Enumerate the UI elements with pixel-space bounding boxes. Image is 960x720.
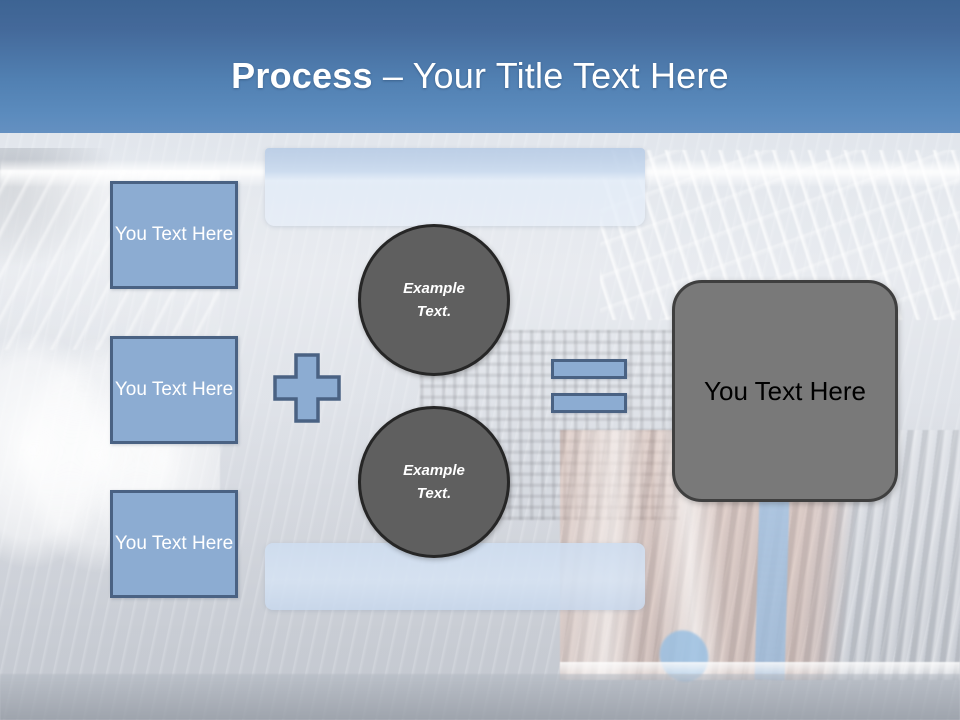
equals-bar-top (551, 359, 627, 379)
process-circle-1[interactable]: Example Text. (358, 224, 510, 376)
input-box-3[interactable]: You Text Here (110, 490, 238, 598)
process-circle-2-line1: Example (403, 461, 465, 479)
result-box-label: You Text Here (704, 375, 866, 406)
process-circle-1-line2: Text. (416, 303, 452, 320)
background-blue-utensil (754, 497, 790, 681)
background-bottom-bar (0, 674, 960, 720)
page-title-rest: – Your Title Text Here (372, 54, 729, 96)
page-title-strong: Process (231, 54, 373, 96)
equals-gap (551, 379, 627, 393)
title-banner: Process – Your Title Text Here (0, 0, 960, 133)
input-box-1[interactable]: You Text Here (110, 181, 238, 289)
page-title: Process – Your Title Text Here (231, 37, 729, 97)
equals-bar-bottom (551, 393, 627, 413)
input-box-2[interactable]: You Text Here (110, 336, 238, 444)
decor-plaque-top (265, 148, 645, 226)
plus-icon (272, 352, 342, 424)
process-circle-2[interactable]: Example Text. (358, 406, 510, 558)
process-circle-1-line1: Example (403, 279, 465, 297)
input-box-1-label: You Text Here (114, 223, 234, 245)
result-box[interactable]: You Text Here (672, 280, 898, 502)
input-box-3-label: You Text Here (114, 532, 234, 554)
equals-icon (551, 359, 627, 413)
process-circle-2-line2: Text. (416, 485, 452, 502)
input-box-2-label: You Text Here (114, 378, 234, 400)
